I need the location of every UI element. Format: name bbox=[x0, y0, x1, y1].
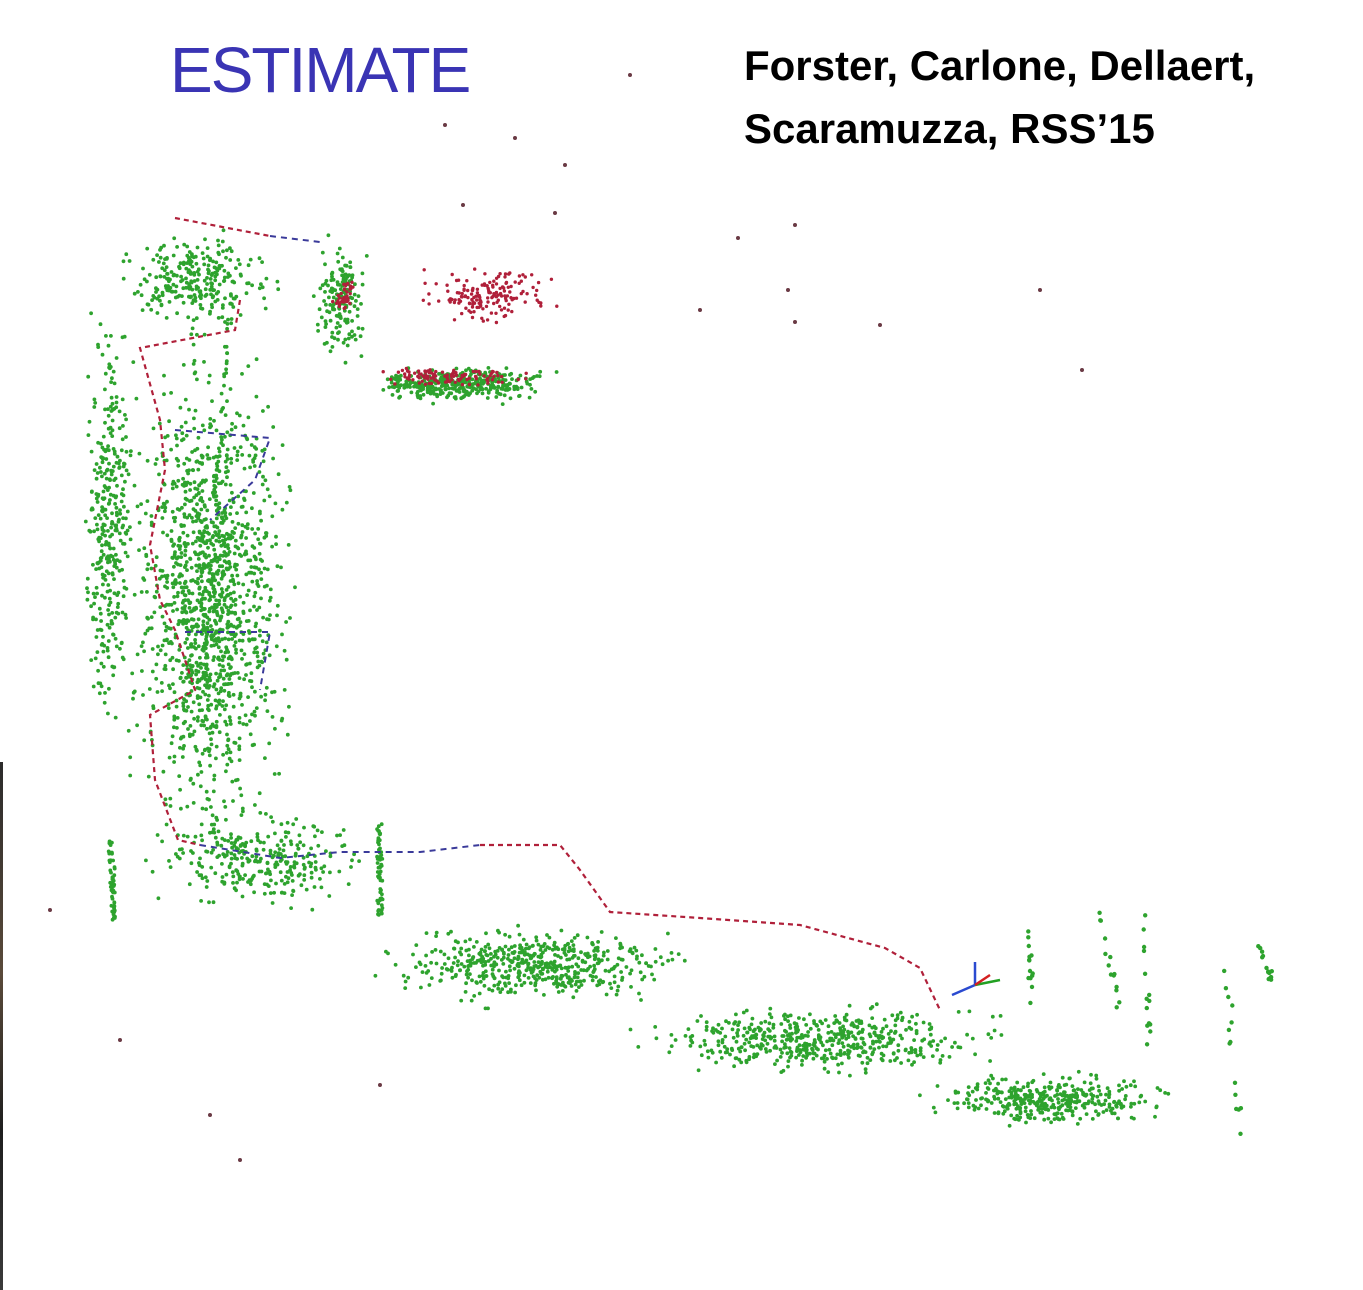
sparse-outlier-points bbox=[48, 73, 1084, 1162]
red-feature-points bbox=[331, 267, 559, 387]
camera-pose-axes-icon bbox=[951, 962, 1001, 997]
image-edge-strip bbox=[0, 762, 3, 1290]
citation-line-1: Forster, Carlone, Dellaert, bbox=[744, 42, 1256, 89]
landmark-points bbox=[83, 228, 1275, 1137]
trajectory-estimate-red bbox=[138, 216, 941, 1011]
citation: Forster, Carlone, Dellaert, Scaramuzza, … bbox=[744, 34, 1344, 160]
citation-line-2: Scaramuzza, RSS’15 bbox=[744, 105, 1155, 152]
slide-title: ESTIMATE bbox=[170, 34, 471, 106]
trajectory-estimate-blue bbox=[174, 235, 481, 860]
